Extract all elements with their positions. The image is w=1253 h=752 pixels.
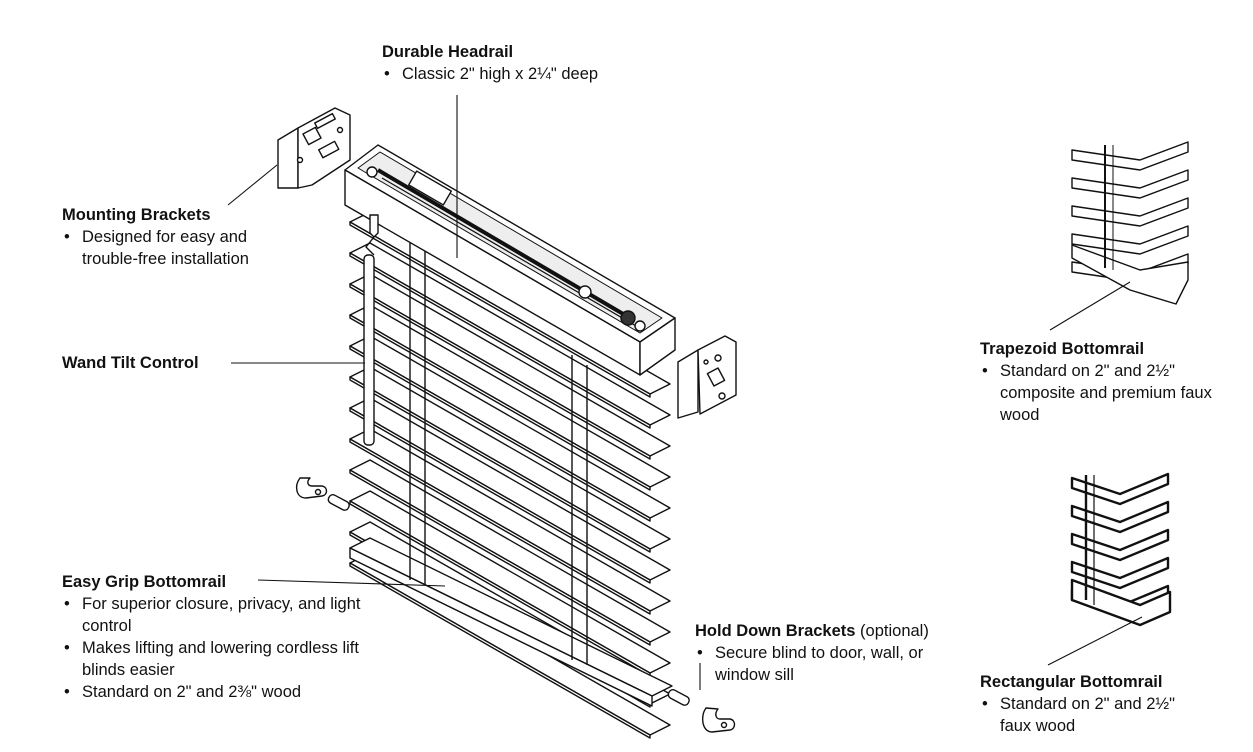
trapezoid-slat bbox=[1071, 225, 1189, 255]
rectangular-slat bbox=[1070, 556, 1170, 590]
trapezoid-slat bbox=[1071, 141, 1189, 171]
rectangular-slat bbox=[1070, 472, 1170, 506]
rectangular-rail bbox=[1070, 578, 1172, 627]
rectangular-slat bbox=[1070, 500, 1170, 534]
wand-tilt bbox=[363, 214, 379, 446]
mounting-bracket-right bbox=[677, 335, 737, 419]
headrail-label: Durable Headrail Classic 2" high x 2¼" d… bbox=[382, 41, 598, 85]
hold-down-label: Hold Down Brackets (optional) Secure bli… bbox=[695, 620, 965, 686]
trapezoid-slat bbox=[1071, 197, 1189, 227]
trapezoid-slat bbox=[1071, 169, 1189, 199]
rectangular-slat bbox=[1070, 528, 1170, 562]
trapezoid-bullet: Standard on 2" and 2½" composite and pre… bbox=[980, 360, 1220, 426]
headrail bbox=[344, 144, 676, 376]
slat-edge bbox=[349, 562, 651, 739]
bottomrail-front bbox=[349, 547, 653, 707]
hold-down-bracket-right bbox=[667, 689, 736, 733]
hold-down-note: (optional) bbox=[860, 622, 929, 640]
hold-down-bracket-left bbox=[295, 477, 350, 511]
hold-down-bullet: Secure blind to door, wall, or window si… bbox=[695, 642, 965, 686]
trapezoid-label: Trapezoid Bottomrail Standard on 2" and … bbox=[980, 338, 1220, 426]
bottomrail-title: Easy Grip Bottomrail bbox=[62, 573, 227, 591]
bottomrail-bullet-3: Standard on 2" and 2⅜" wood bbox=[62, 681, 362, 703]
headrail-title: Durable Headrail bbox=[382, 43, 514, 61]
mounting-brackets-label: Mounting Brackets Designed for easy and … bbox=[62, 204, 302, 270]
rectangular-bullet: Standard on 2" and 2½" faux wood bbox=[980, 693, 1180, 737]
rectangular-label: Rectangular Bottomrail Standard on 2" an… bbox=[980, 671, 1180, 737]
wand-tilt-label: Wand Tilt Control bbox=[62, 352, 199, 374]
bottomrail-label: Easy Grip Bottomrail For superior closur… bbox=[62, 571, 362, 703]
hold-down-title: Hold Down Brackets bbox=[695, 622, 856, 640]
rectangular-title: Rectangular Bottomrail bbox=[980, 673, 1163, 691]
bottomrail-bullet-2: Makes lifting and lowering cordless lift… bbox=[62, 637, 362, 681]
headrail-bullet: Classic 2" high x 2¼" deep bbox=[382, 63, 598, 85]
slats bbox=[349, 211, 673, 739]
ladder-cords bbox=[409, 240, 588, 665]
leader-lines bbox=[227, 95, 1143, 690]
rectangular-inset bbox=[1070, 472, 1172, 627]
mounting-bracket-left bbox=[277, 107, 351, 189]
mounting-brackets-bullet: Designed for easy and trouble-free insta… bbox=[62, 226, 302, 270]
trapezoid-title: Trapezoid Bottomrail bbox=[980, 340, 1145, 358]
wand-tilt-title: Wand Tilt Control bbox=[62, 354, 199, 372]
trapezoid-rail bbox=[1071, 244, 1189, 305]
hold-down-title-row: Hold Down Brackets (optional) bbox=[695, 620, 965, 642]
bottomrail-bullet-1: For superior closure, privacy, and light… bbox=[62, 593, 362, 637]
trapezoid-inset bbox=[1071, 141, 1189, 305]
mounting-brackets-title: Mounting Brackets bbox=[62, 206, 211, 224]
